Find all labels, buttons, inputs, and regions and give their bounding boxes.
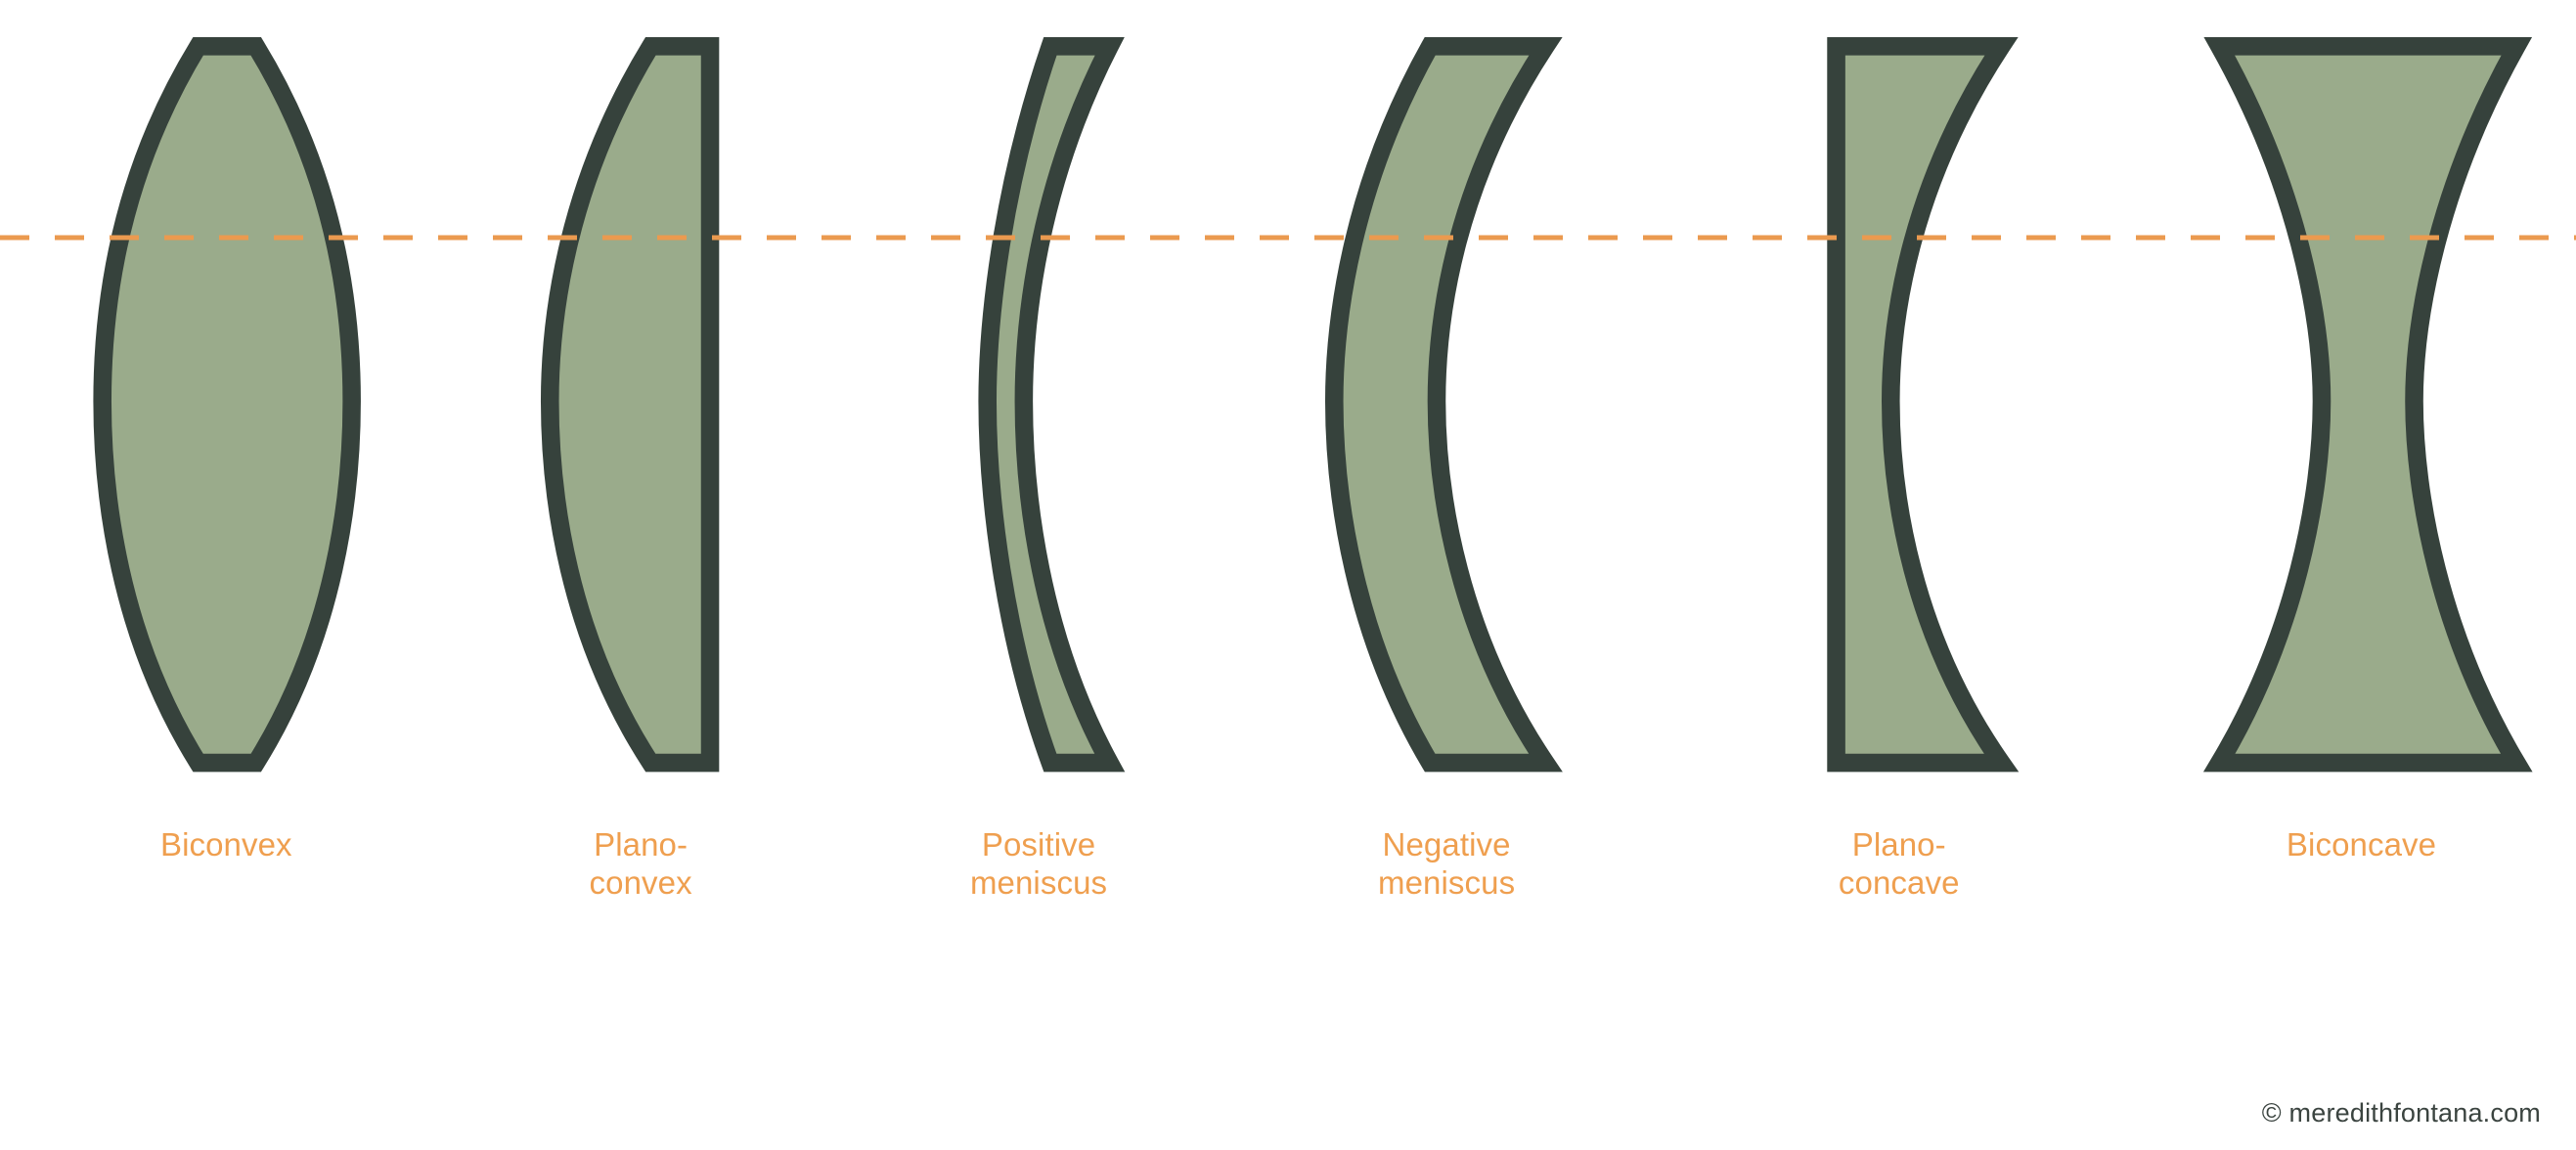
credit-text: © meredithfontana.com: [2261, 1098, 2541, 1128]
lens-shape-biconcave: [2202, 36, 2533, 773]
lens-label-biconcave: Biconcave: [2286, 826, 2437, 862]
lens-shape-positive-meniscus: [978, 36, 1126, 773]
lens-shape-plano-convex: [540, 36, 720, 773]
lens-shape-biconvex: [93, 36, 361, 773]
lens-label-negative-meniscus: Negative meniscus: [1377, 826, 1516, 901]
lens-label-plano-concave: Plano- concave: [1838, 826, 1960, 901]
lens-group: [93, 36, 2533, 773]
lens-label-plano-convex: Plano- convex: [589, 826, 692, 901]
lens-shape-negative-meniscus: [1324, 36, 1563, 773]
lens-label-positive-meniscus: Positive meniscus: [969, 826, 1108, 901]
lens-label-row: Biconvex Plano- convex Positive meniscus Ne…: [0, 826, 2576, 953]
lens-label-biconvex: Biconvex: [159, 826, 292, 862]
lens-shape-plano-concave: [1827, 36, 2020, 773]
